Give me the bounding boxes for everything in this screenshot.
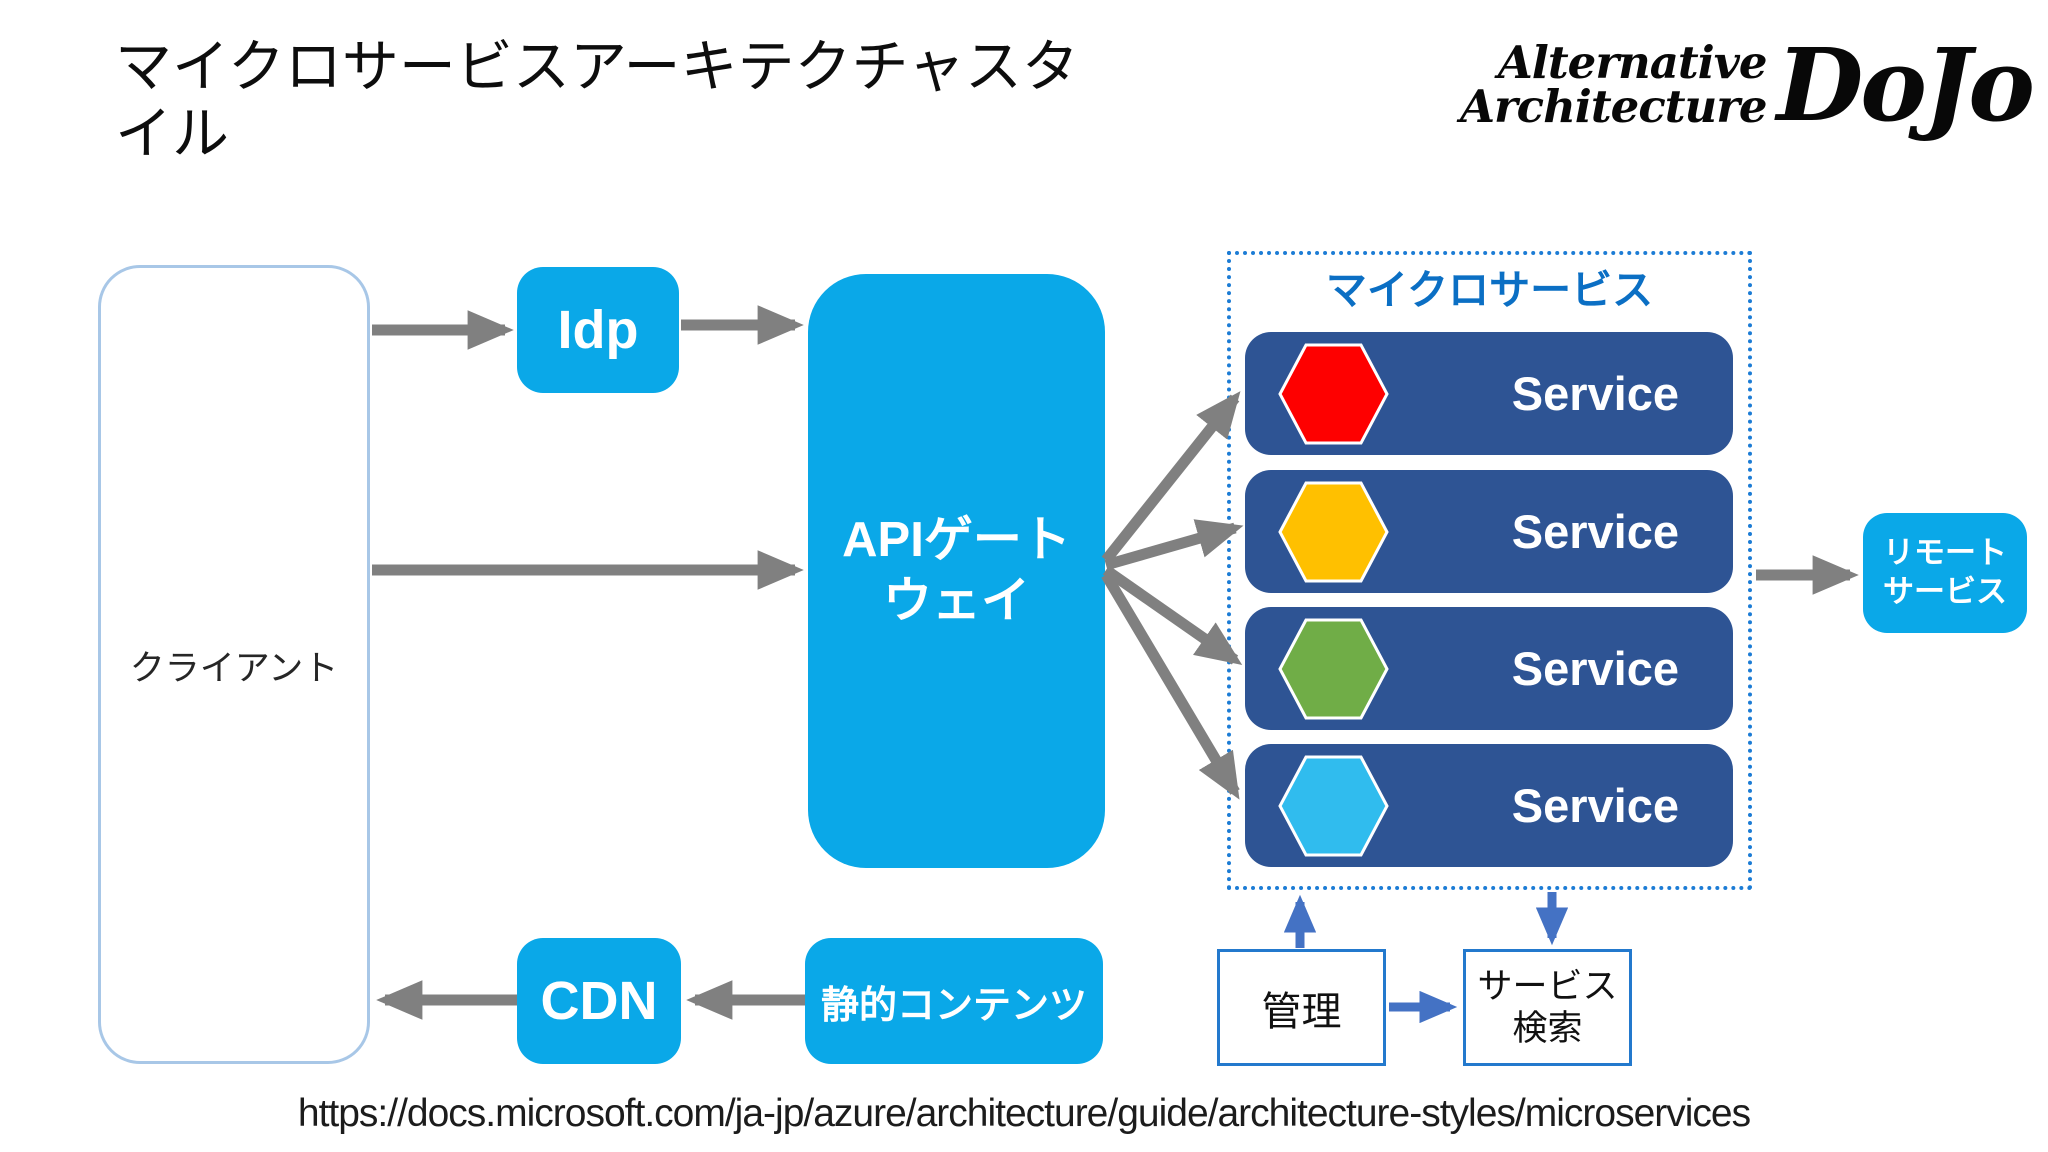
service-label: Service <box>1511 505 1679 558</box>
service-discovery-label: サービス検索 <box>1477 966 1618 1048</box>
cdn-node: CDN <box>517 938 681 1064</box>
management-node: 管理 <box>1217 949 1386 1066</box>
logo-line1: Alternative <box>1497 35 1768 89</box>
source-url: https://docs.microsoft.com/ja-jp/azure/a… <box>297 1092 1751 1135</box>
service-discovery-node: サービス検索 <box>1463 949 1632 1066</box>
service-row: Service <box>1245 470 1733 593</box>
hexagon-icon <box>1278 618 1389 719</box>
page-title: マイクロサービスアーキテクチャスタイル <box>115 36 1079 167</box>
static-content-node: 静的コンテンツ <box>805 938 1103 1064</box>
client-label: クライアント <box>129 649 339 688</box>
service-label: Service <box>1511 779 1679 832</box>
service-row: Service <box>1245 332 1733 455</box>
service-row: Service <box>1245 607 1733 730</box>
remote-service-node: リモートサービス <box>1863 513 2027 633</box>
hexagon-icon <box>1278 343 1389 444</box>
remote-service-label: リモートサービス <box>1883 535 2007 609</box>
service-row: Service <box>1245 744 1733 867</box>
service-label: Service <box>1511 642 1679 695</box>
alternative-architecture-dojo-logo: Alternative Architecture DoJo <box>1460 26 2035 144</box>
arrow-gateway-to-service4 <box>1101 572 1240 800</box>
arrow-gateway-to-service3 <box>1102 565 1243 666</box>
logo-line2: Architecture <box>1460 80 1767 133</box>
static-content-label: 静的コンテンツ <box>820 984 1087 1027</box>
service-label: Service <box>1511 367 1679 420</box>
microservices-title: マイクロサービス <box>1325 267 1654 313</box>
idp-label: Idp <box>557 300 639 360</box>
logo-text-stack: Alternative Architecture <box>1460 35 1768 133</box>
management-label: 管理 <box>1261 989 1342 1034</box>
logo-dojo-word: DoJo <box>1776 26 2035 144</box>
idp-node: Idp <box>517 267 679 393</box>
cdn-label: CDN <box>540 971 658 1031</box>
arrow-gateway-to-service2 <box>1104 519 1244 571</box>
api-gateway-label: APIゲートウェイ <box>842 512 1071 628</box>
hexagon-icon <box>1278 481 1389 582</box>
client-node <box>98 265 370 1064</box>
hexagon-icon <box>1278 755 1389 856</box>
arrow-gateway-to-service1 <box>1101 391 1241 564</box>
api-gateway-node: APIゲートウェイ <box>808 274 1105 868</box>
